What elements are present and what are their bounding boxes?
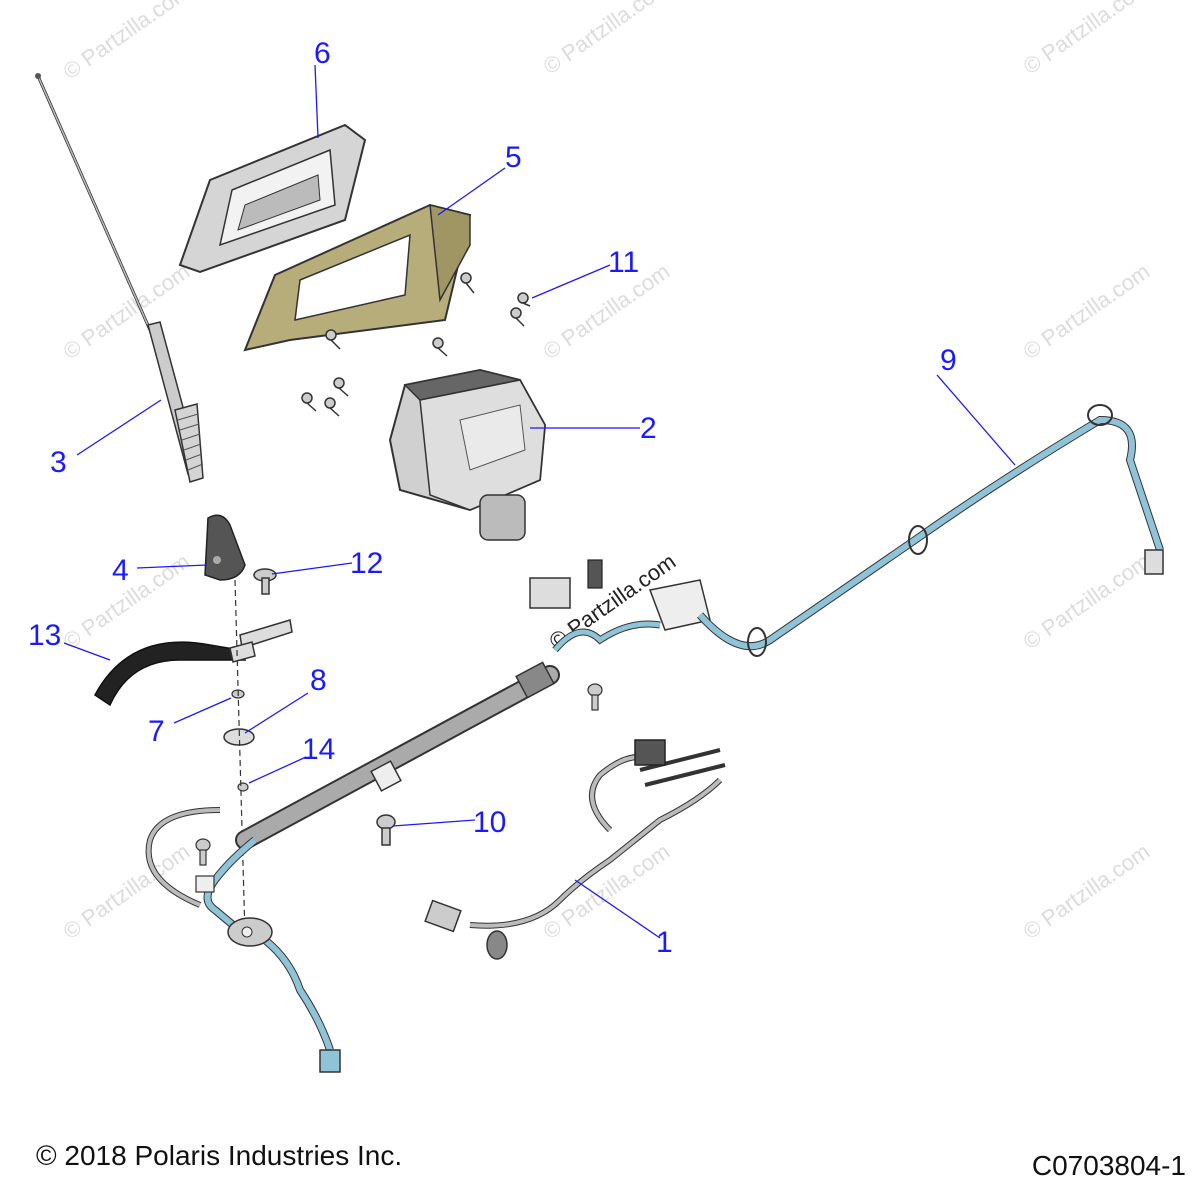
washer-stack xyxy=(223,689,255,792)
bolt-part xyxy=(253,568,277,595)
watermark: © Partzilla.com xyxy=(1019,259,1155,365)
callout-1: 1 xyxy=(656,926,673,959)
antenna-mount-part xyxy=(204,514,246,581)
watermark: © Partzilla.com xyxy=(539,839,675,945)
bezel-frame-part xyxy=(178,123,367,274)
callout-labels: 6 5 11 9 2 3 4 12 13 8 7 14 10 1 xyxy=(28,37,957,959)
screw xyxy=(301,392,317,412)
screw xyxy=(325,329,341,350)
antenna-part xyxy=(35,73,204,483)
copyright-text: © 2018 Polaris Industries Inc. xyxy=(36,1140,403,1171)
screw xyxy=(510,307,525,327)
main-harness-part xyxy=(145,404,1164,1073)
callout-2: 2 xyxy=(640,412,657,445)
leader-lines xyxy=(63,64,1016,939)
diagram-code: C0703804-1 xyxy=(1031,1150,1186,1181)
module-box-part xyxy=(388,368,547,541)
callout-14: 14 xyxy=(302,733,335,766)
callout-12: 12 xyxy=(350,547,383,580)
screws xyxy=(301,272,531,417)
clip xyxy=(195,838,211,866)
watermark: © Partzilla.com xyxy=(539,0,675,79)
callout-4: 4 xyxy=(112,554,129,587)
callout-11: 11 xyxy=(608,246,639,279)
watermarks: © Partzilla.com © Partzilla.com © Partzi… xyxy=(59,0,1155,944)
callout-10: 10 xyxy=(473,806,506,839)
watermark: © Partzilla.com xyxy=(1019,0,1155,79)
ground-strap-part xyxy=(94,619,293,707)
sub-harness-part xyxy=(424,739,726,960)
watermark: © Partzilla.com xyxy=(59,0,195,84)
watermark: © Partzilla.com xyxy=(1019,839,1155,945)
callout-3: 3 xyxy=(50,446,67,479)
callout-5: 5 xyxy=(505,141,522,174)
harness-clip-part xyxy=(376,814,396,846)
screw xyxy=(517,292,531,307)
callout-8: 8 xyxy=(310,664,327,697)
screw xyxy=(432,337,448,357)
screw xyxy=(324,397,340,417)
watermark: © Partzilla.com xyxy=(1019,549,1155,655)
callout-9: 9 xyxy=(940,344,957,377)
assembly-axis xyxy=(234,579,246,936)
callout-6: 6 xyxy=(314,37,331,70)
callout-13: 13 xyxy=(28,619,61,652)
mounting-bracket-part xyxy=(243,203,472,352)
clip xyxy=(587,683,603,711)
screw xyxy=(333,377,349,397)
screw xyxy=(460,272,475,294)
callout-7: 7 xyxy=(148,715,165,748)
watermark: © Partzilla.com xyxy=(539,259,675,365)
